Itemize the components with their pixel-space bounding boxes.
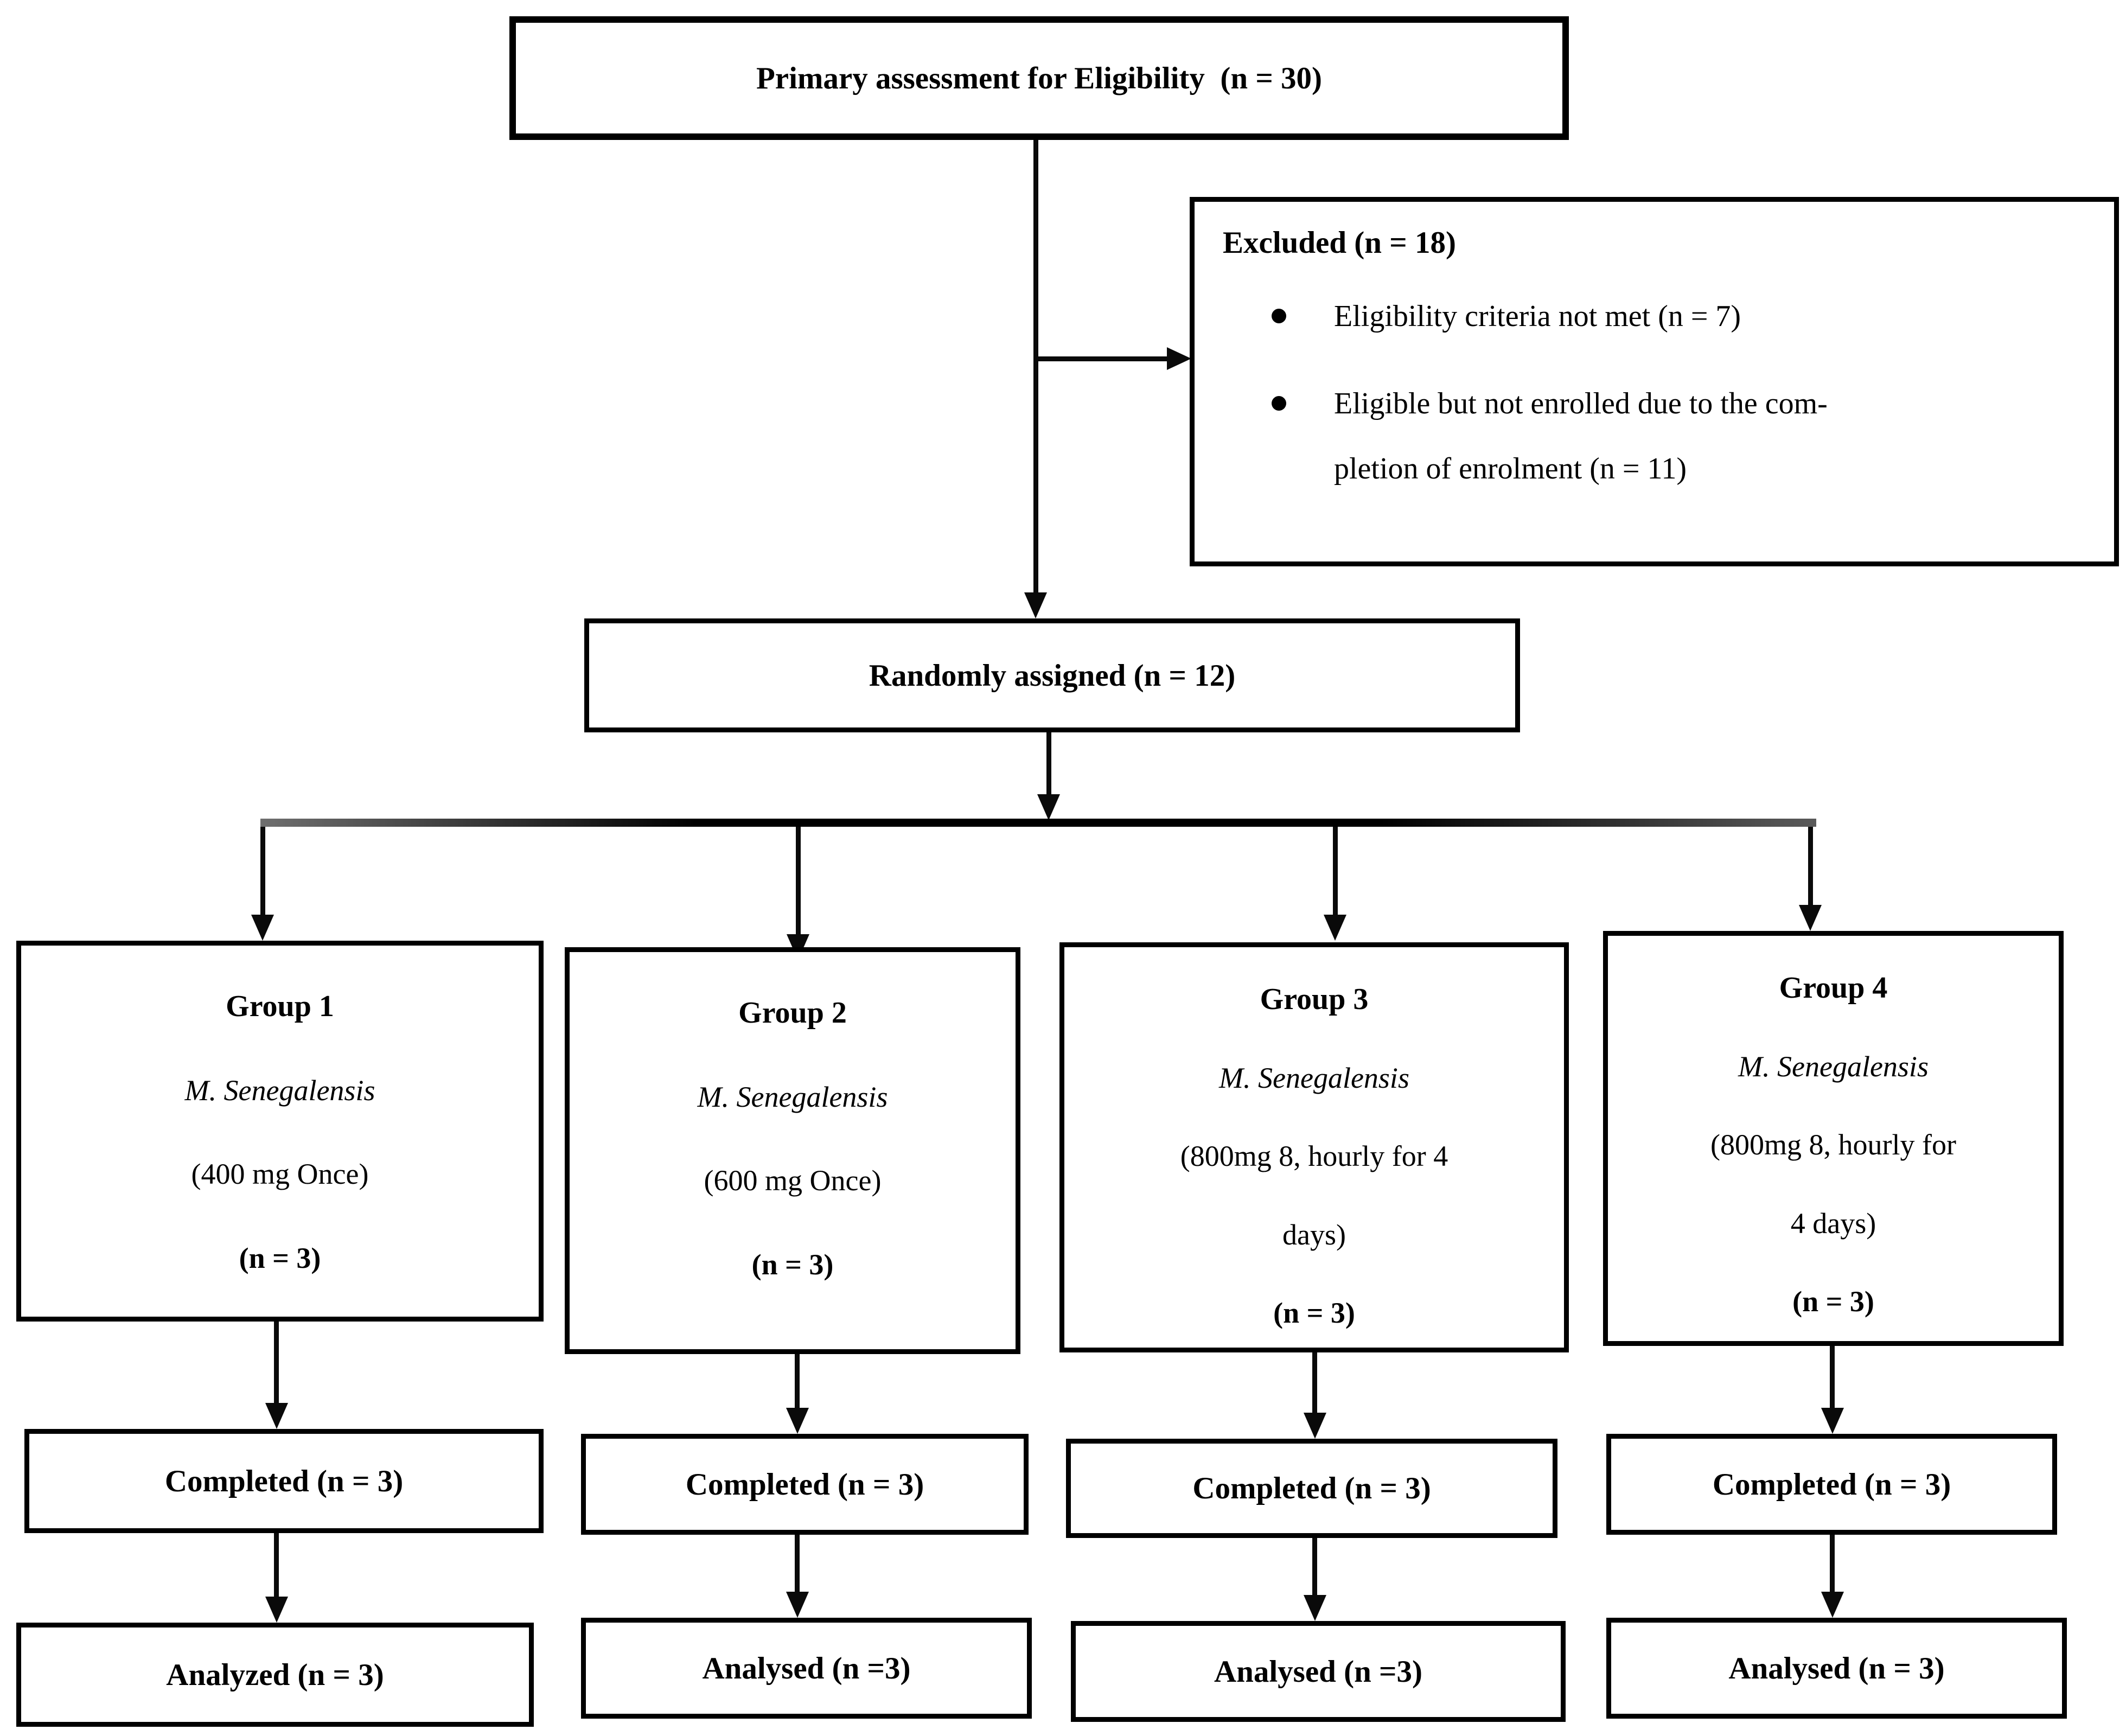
completed-label: Completed (n = 3) [685, 1467, 924, 1502]
species-name: M. Senegalensis [184, 1074, 375, 1107]
arrowhead-down-icon [786, 1592, 809, 1618]
sample-size: (n = 3) [239, 1241, 321, 1274]
connector-split-to-group-2 [796, 827, 801, 934]
excluded-bullet-2-line-2: pletion of enrolment (n = 11) [1334, 452, 1687, 486]
excluded-bullet-2-line-1: Eligible but not enrolled due to the com… [1334, 386, 1828, 420]
arrowhead-down-icon [1304, 1413, 1326, 1439]
connector-completed-2-to-analyzed [795, 1535, 800, 1592]
connector-random-to-split [1046, 732, 1051, 797]
excluded-bullet-2-text: Eligible but not enrolled due to the com… [1334, 371, 1828, 502]
arrowhead-down-icon [251, 915, 274, 941]
dose-line: (800mg 8, hourly for [1710, 1128, 1956, 1161]
completed-label: Completed (n = 3) [1192, 1471, 1431, 1505]
connector-group-1-to-completed [274, 1322, 279, 1403]
group-2-box: Group 2 M. Senegalensis (600 mg Once) (n… [565, 947, 1020, 1354]
primary-assessment-box: Primary assessment for Eligibility (n = … [509, 16, 1569, 140]
completed-box-group-1: Completed (n = 3) [24, 1429, 544, 1533]
randomly-assigned-label: Randomly assigned (n = 12) [869, 658, 1236, 693]
dose-line-2: 4 days) [1790, 1207, 1876, 1240]
arrowhead-down-icon [1799, 905, 1822, 931]
connector-split-to-group-4 [1808, 827, 1813, 908]
excluded-box: Excluded (n = 18) Eligibility criteria n… [1190, 197, 2119, 566]
connector-split-to-group-3 [1333, 827, 1338, 915]
arrowhead-down-icon [1304, 1595, 1326, 1621]
bullet-icon [1272, 395, 1286, 411]
analyzed-box-group-3: Analysed (n =3) [1071, 1621, 1566, 1722]
excluded-bullet-1: Eligibility criteria not met (n = 7) [1223, 284, 2092, 349]
sample-size: (n = 3) [1792, 1285, 1874, 1318]
sample-size: (n = 3) [751, 1248, 834, 1281]
completed-box-group-2: Completed (n = 3) [581, 1434, 1029, 1535]
completed-box-group-3: Completed (n = 3) [1066, 1439, 1557, 1538]
analyzed-label: Analysed (n =3) [702, 1651, 911, 1686]
arrowhead-down-icon [265, 1597, 288, 1623]
completed-label: Completed (n = 3) [1712, 1467, 1951, 1502]
distribution-line [260, 819, 1816, 827]
species-name: M. Senegalensis [1738, 1050, 1929, 1083]
completed-label: Completed (n = 3) [164, 1464, 404, 1498]
dose-line: (400 mg Once) [191, 1158, 369, 1191]
connector-split-to-group-1 [260, 827, 265, 915]
completed-box-group-4: Completed (n = 3) [1606, 1434, 2057, 1535]
species-name: M. Senegalensis [1219, 1062, 1409, 1095]
excluded-bullet-2: Eligible but not enrolled due to the com… [1223, 371, 2092, 502]
group-title: Group 3 [1260, 982, 1369, 1016]
analyzed-box-group-2: Analysed (n =3) [581, 1618, 1032, 1719]
connector-group-4-to-completed [1830, 1346, 1835, 1408]
arrowhead-right-icon [1167, 347, 1191, 370]
excluded-bullet-1-text: Eligibility criteria not met (n = 7) [1334, 299, 1741, 334]
dose-line-2: days) [1282, 1218, 1346, 1251]
connector-to-excluded [1038, 356, 1167, 361]
group-3-box: Group 3 M. Senegalensis (800mg 8, hourly… [1059, 942, 1569, 1352]
arrowhead-down-icon [1821, 1408, 1844, 1434]
connector-group-3-to-completed [1312, 1352, 1317, 1413]
analyzed-label: Analysed (n =3) [1214, 1654, 1423, 1689]
connector-group-2-to-completed [795, 1354, 800, 1408]
group-1-box: Group 1 M. Senegalensis (400 mg Once) (n… [16, 941, 544, 1322]
analyzed-box-group-1: Analyzed (n = 3) [16, 1623, 534, 1727]
arrowhead-down-icon [1037, 794, 1060, 820]
connector-completed-1-to-analyzed [274, 1533, 279, 1597]
arrowhead-down-icon [265, 1403, 288, 1429]
sample-size: (n = 3) [1273, 1296, 1355, 1329]
connector-primary-to-random [1033, 140, 1038, 592]
group-title: Group 1 [226, 990, 334, 1023]
group-title: Group 2 [738, 996, 847, 1030]
excluded-title: Excluded (n = 18) [1223, 226, 1456, 260]
randomly-assigned-box: Randomly assigned (n = 12) [584, 618, 1520, 732]
analyzed-box-group-4: Analysed (n = 3) [1606, 1618, 2067, 1719]
analyzed-label: Analyzed (n = 3) [166, 1657, 384, 1692]
dose-line: (600 mg Once) [704, 1164, 882, 1197]
connector-completed-3-to-analyzed [1312, 1538, 1317, 1595]
arrowhead-down-icon [786, 1408, 809, 1434]
group-title: Group 4 [1779, 971, 1888, 1005]
arrowhead-down-icon [1821, 1592, 1844, 1618]
dose-line: (800mg 8, hourly for 4 [1180, 1140, 1448, 1173]
group-4-box: Group 4 M. Senegalensis (800mg 8, hourly… [1603, 931, 2064, 1346]
arrowhead-down-icon [1024, 592, 1047, 618]
connector-completed-4-to-analyzed [1830, 1535, 1835, 1592]
primary-assessment-label: Primary assessment for Eligibility (n = … [756, 61, 1323, 95]
analyzed-label: Analysed (n = 3) [1728, 1651, 1945, 1686]
bullet-icon [1272, 309, 1286, 324]
arrowhead-down-icon [1324, 915, 1346, 941]
species-name: M. Senegalensis [697, 1081, 888, 1114]
